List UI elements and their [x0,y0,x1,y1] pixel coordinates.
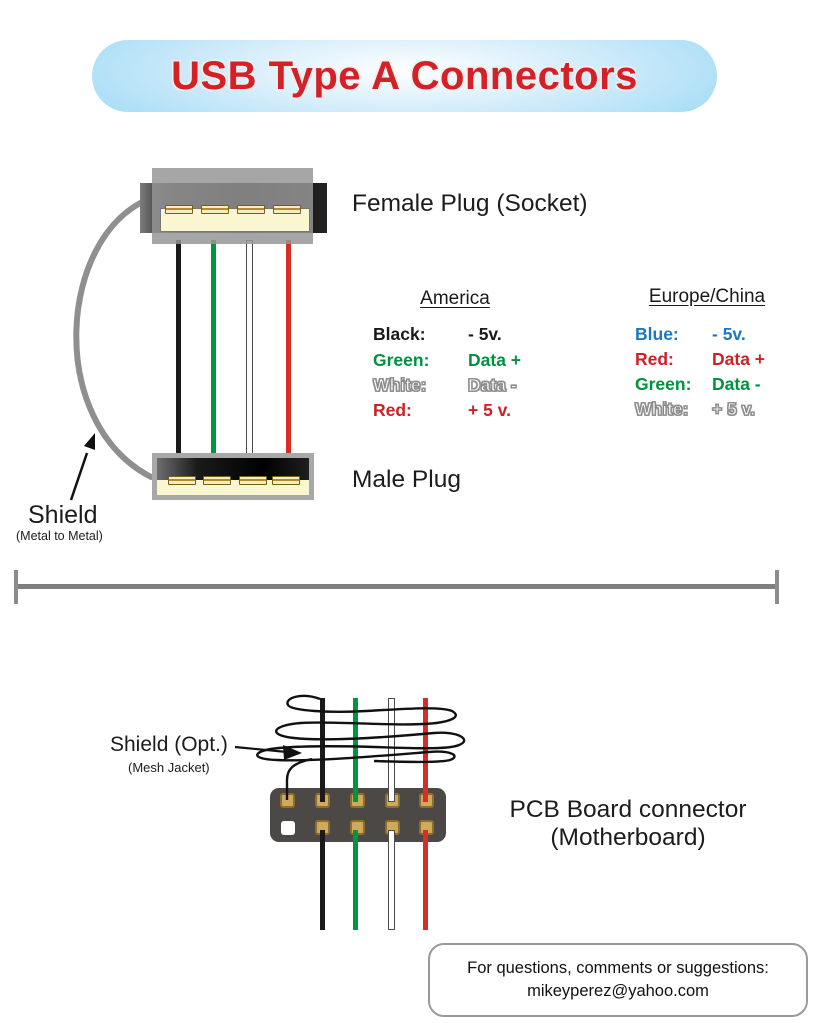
pin-label: White: [634,398,689,419]
shield-metal-curve [73,195,154,480]
pin-value: Data - [467,374,517,395]
shield-sublabel: (Metal to Metal) [16,529,103,543]
male-contact-1 [168,476,196,485]
contact-note-box: For questions, comments or suggestions: … [428,943,808,1017]
male-plug-interior [157,458,309,480]
pcb-label-line1: PCB Board connector [509,796,747,823]
pin-value: Data + [468,350,522,370]
female-contact-3 [237,205,265,214]
pinout-table-europe-china: Europe/China Blue: - 5v. Red: Data + Gre… [632,286,782,421]
shield-arrow-line [69,452,89,501]
shield-arrowhead [84,433,95,450]
wire-white [388,830,395,930]
female-plug-label: Female Plug (Socket) [352,190,588,217]
pin-label: Red: [373,400,412,420]
wire-black [320,698,325,802]
shield-opt-arrowhead [283,745,302,760]
divider-left-cap [14,570,18,604]
pin-value: - 5v. [468,324,502,344]
wire-green [353,698,358,802]
pin-value: + 5 v. [468,400,511,420]
male-plug-label: Male Plug [352,466,461,493]
title-banner: USB Type A Connectors [92,40,717,112]
female-contact-4 [273,205,301,214]
pin-value: - 5v. [712,324,746,344]
pin-label: White: [372,374,427,395]
pin-label: Black: [373,324,426,344]
wire-red [423,698,428,802]
page-title: USB Type A Connectors [171,53,638,98]
table-header-america: America [420,288,490,309]
shield-opt-arrow-line [234,745,288,754]
wire-black [176,240,181,458]
pin-value: Data - [712,374,761,394]
wire-green [353,830,358,930]
mesh-jacket-coil [256,694,466,764]
pcb-connector [270,788,446,842]
divider-right-cap [775,570,779,604]
male-contact-4 [272,476,300,485]
wire-white [246,240,253,458]
pcb-board-label: PCB Board connector (Motherboard) [468,796,788,852]
pcb-key-pad [281,821,295,835]
female-contact-2 [201,205,229,214]
wire-green [211,240,216,458]
male-contact-2 [203,476,231,485]
pin-value: + 5 v. [711,398,755,419]
table-header-europe-china: Europe/China [648,286,766,307]
pin-label: Green: [373,350,430,370]
pin-label: Blue: [635,324,679,344]
contact-note-line1: For questions, comments or suggestions: [467,958,769,977]
wire-red [423,830,428,930]
wire-white [388,698,395,802]
pcb-pad-shield [280,793,295,808]
wire-black [320,830,325,930]
pin-label: Green: [635,374,692,394]
wire-red [286,240,291,458]
female-contact-1 [165,205,193,214]
shield-opt-label: Shield (Opt.) [110,733,228,756]
shield-label: Shield [28,501,98,529]
pin-value: Data + [712,349,766,369]
contact-email: mikeyperez@yahoo.com [527,982,709,1000]
pcb-label-line2: (Motherboard) [550,824,706,851]
section-divider-line [15,584,777,589]
male-contact-3 [239,476,267,485]
pinout-table-america: America Black: - 5v. Green: Data + White… [370,288,540,423]
shield-opt-sublabel: (Mesh Jacket) [128,760,210,775]
pin-label: Red: [635,349,674,369]
